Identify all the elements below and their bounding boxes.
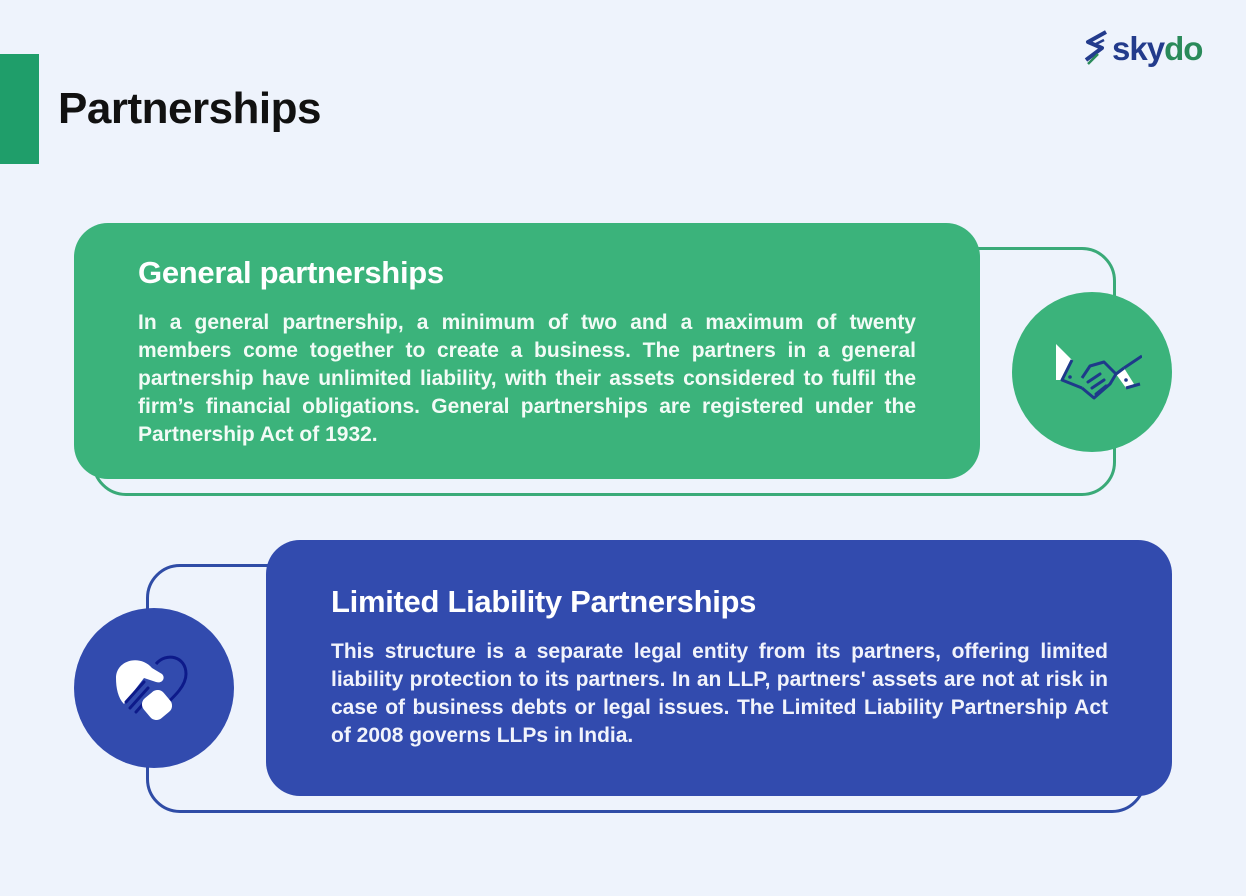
handshake-icon (1056, 344, 1142, 400)
section-title: Limited Liability Partnerships (331, 584, 757, 619)
llp-card: Limited Liability Partnerships This stru… (266, 540, 1172, 796)
general-partnership-icon-circle (1012, 292, 1172, 452)
title-accent-bar (0, 54, 39, 164)
general-partnership-card: General partnerships In a general partne… (74, 223, 980, 479)
section-body: This structure is a separate legal entit… (331, 640, 1108, 747)
logo-wordmark: skydo (1112, 29, 1203, 67)
heart-handshake-icon (116, 655, 188, 721)
skydo-logo: skydo (1082, 28, 1203, 68)
skydo-chevron-icon (1084, 30, 1107, 65)
llp-icon-circle (74, 608, 234, 768)
section-body: In a general partnership, a minimum of t… (138, 311, 916, 446)
page-title: Partnerships (58, 84, 321, 133)
section-title: General partnerships (138, 255, 444, 290)
